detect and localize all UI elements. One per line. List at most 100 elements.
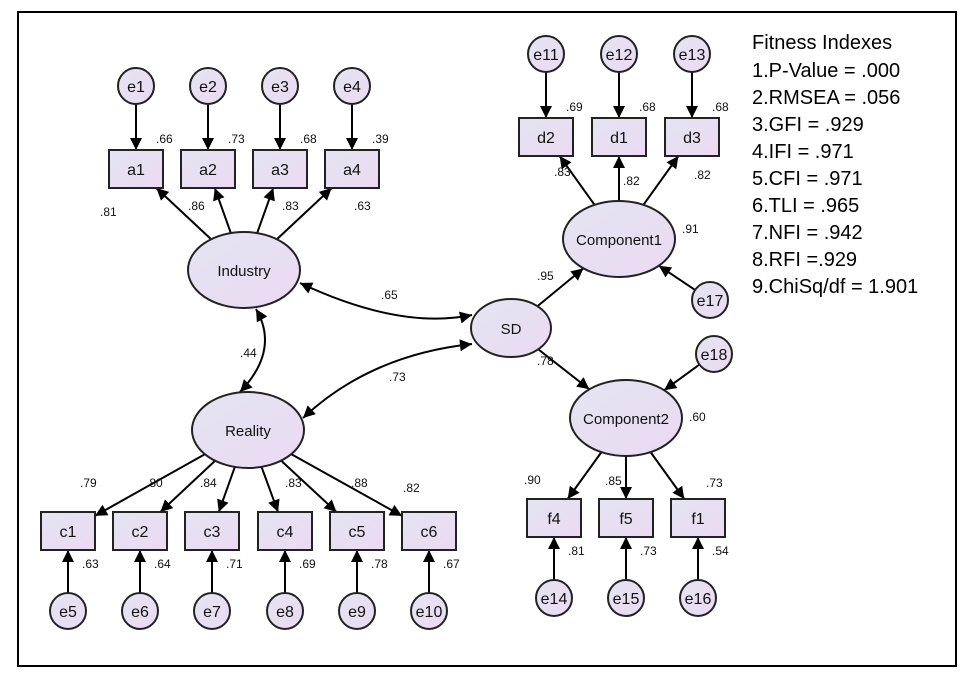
covariance-label: .73 (389, 370, 406, 384)
latent-industry[interactable] (187, 231, 301, 309)
r-squared-label: .54 (712, 544, 729, 558)
error-circle-e9[interactable] (338, 592, 376, 630)
loading-label: .82 (694, 168, 711, 182)
loading-label: .86 (188, 199, 205, 213)
r-squared-label: .68 (300, 132, 317, 146)
loading-label: .63 (354, 199, 371, 213)
structural-path-Component1 (536, 267, 585, 307)
disturbance-circle-e17[interactable] (691, 281, 729, 319)
error-label: e15 (613, 591, 640, 608)
diagram-frame (17, 11, 957, 667)
loading-path-a3 (256, 187, 275, 234)
covariance-path-industry-sd (299, 282, 473, 324)
error-circle-e11[interactable] (527, 35, 565, 73)
error-circle-e1[interactable] (117, 67, 155, 105)
indicator-box-c4[interactable] (257, 511, 313, 551)
indicator-box-d1[interactable] (591, 117, 647, 157)
covariance-label: .44 (240, 346, 257, 360)
error-circle-e12[interactable] (600, 35, 638, 73)
error-circle-e13[interactable] (673, 35, 711, 73)
error-circle-e5[interactable] (49, 592, 87, 630)
indicator-box-c3[interactable] (184, 511, 240, 551)
disturbance-label: e18 (701, 347, 728, 364)
disturbance-circle-e18[interactable] (695, 335, 733, 373)
r-squared-label: .69 (299, 557, 316, 571)
latent-label: Component1 (576, 232, 662, 249)
indicator-box-c5[interactable] (329, 511, 385, 551)
loading-path-d2 (558, 155, 596, 206)
r-squared-label: .66 (156, 132, 173, 146)
indicator-box-c2[interactable] (112, 511, 168, 551)
loading-path-d3 (642, 155, 680, 206)
structural-coef-label: .78 (537, 354, 554, 368)
indicator-box-d2[interactable] (518, 117, 574, 157)
loading-label: .88 (351, 476, 368, 490)
indicator-box-c6[interactable] (401, 511, 457, 551)
error-circle-e3[interactable] (261, 67, 299, 105)
error-label: e7 (203, 604, 221, 621)
error-label: e4 (343, 79, 361, 96)
indicator-label: c5 (349, 524, 366, 541)
indicator-label: d1 (610, 130, 628, 147)
error-circle-e4[interactable] (333, 67, 371, 105)
error-circle-e7[interactable] (193, 592, 231, 630)
indicator-label: d3 (683, 130, 701, 147)
loading-label: .85 (605, 474, 622, 488)
fitness-item: 6.TLI = .965 (752, 195, 859, 217)
latent-component1[interactable] (562, 200, 676, 278)
indicator-box-f1[interactable] (670, 498, 726, 538)
indicator-box-a1[interactable] (108, 149, 164, 189)
error-circle-e16[interactable] (679, 579, 717, 617)
error-circle-e8[interactable] (266, 592, 304, 630)
disturbance-path-e17 (658, 264, 696, 291)
fitness-item: 4.IFI = .971 (752, 141, 854, 163)
indicator-label: c4 (277, 524, 294, 541)
indicator-box-a2[interactable] (180, 149, 236, 189)
r-squared-label: .69 (566, 100, 583, 114)
indicator-box-f4[interactable] (526, 498, 582, 538)
r-squared-label: .63 (82, 557, 99, 571)
r-squared-label: .73 (640, 544, 657, 558)
r-squared-label: .78 (371, 557, 388, 571)
indicator-box-a4[interactable] (324, 149, 380, 189)
indicator-label: c3 (204, 524, 221, 541)
error-circle-e6[interactable] (121, 592, 159, 630)
fitness-item: 8.RFI =.929 (752, 249, 857, 271)
covariance-label: .65 (381, 288, 398, 302)
indicator-label: f5 (619, 511, 632, 528)
r-squared-label: .71 (226, 557, 243, 571)
loading-path-a4 (276, 187, 333, 240)
indicator-box-f5[interactable] (598, 498, 654, 538)
indicator-box-d3[interactable] (664, 117, 720, 157)
indicator-box-a3[interactable] (252, 149, 308, 189)
error-label: e1 (127, 79, 145, 96)
indicator-box-c1[interactable] (40, 511, 96, 551)
loading-label: .83 (554, 165, 571, 179)
r-squared-label: .73 (228, 132, 245, 146)
latent-label: Industry (217, 263, 271, 280)
indicator-label: f1 (691, 511, 704, 528)
latent-reality[interactable] (191, 391, 305, 469)
fitness-item: 7.NFI = .942 (752, 222, 863, 244)
error-circle-e15[interactable] (607, 579, 645, 617)
loading-path-c6 (290, 453, 403, 517)
fitness-indexes-panel: Fitness Indexes 1.P-Value = .000 2.RMSEA… (752, 32, 918, 298)
r-squared-label: .81 (568, 544, 585, 558)
error-label: e16 (685, 591, 712, 608)
loading-path-c3 (217, 466, 236, 513)
loading-label: .83 (285, 476, 302, 490)
loading-label: .81 (100, 205, 117, 219)
latent-component2[interactable] (569, 379, 683, 457)
error-circle-e10[interactable] (410, 592, 448, 630)
error-circle-e14[interactable] (535, 579, 573, 617)
covariance-path-industry-reality (239, 308, 268, 393)
latent-sd[interactable] (470, 298, 552, 358)
r-squared-label: .64 (154, 557, 171, 571)
loading-label: .73 (706, 476, 723, 490)
latent-r-squared-label: .91 (682, 222, 699, 236)
error-circle-e2[interactable] (189, 67, 227, 105)
error-label: e14 (541, 591, 568, 608)
error-label: e11 (533, 47, 559, 64)
latent-label: SD (501, 321, 522, 338)
